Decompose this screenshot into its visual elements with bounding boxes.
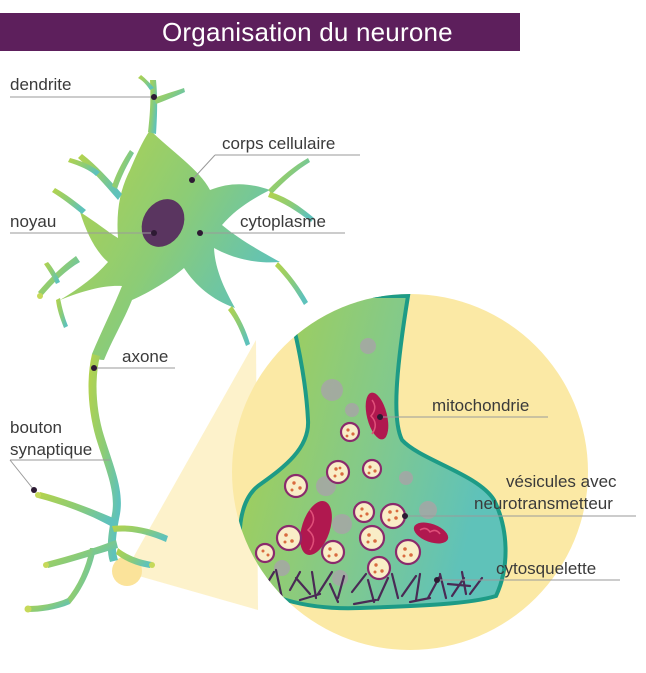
- terminal-knobs: [24, 293, 155, 613]
- label-synaptique: synaptique: [10, 440, 93, 459]
- vesicle-contents: [261, 428, 413, 574]
- label-cytosquelette: cytosquelette: [496, 559, 597, 578]
- vesicles: [254, 421, 422, 581]
- label-bouton: bouton: [10, 418, 62, 437]
- title-banner: [0, 13, 520, 51]
- label-noyau: noyau: [10, 212, 57, 231]
- label-vesicules: vésicules avec: [506, 472, 617, 491]
- label-neurotransmetteur: neurotransmetteur: [474, 494, 613, 513]
- anchor-dots: [31, 94, 440, 583]
- mitochondria: [300, 392, 449, 555]
- label-cytoplasme: cytoplasme: [240, 212, 326, 231]
- label-mitochondrie: mitochondrie: [432, 396, 530, 415]
- leader-lines: [9, 96, 636, 581]
- label-corps-cellulaire: corps cellulaire: [222, 134, 336, 153]
- label-axone: axone: [122, 347, 169, 366]
- zoom-cone: [125, 340, 258, 610]
- label-dendrite: dendrite: [10, 75, 72, 94]
- bouton-zoom: [237, 294, 508, 611]
- page-title: Organisation du neurone: [162, 17, 453, 47]
- neuron-body: [28, 75, 314, 612]
